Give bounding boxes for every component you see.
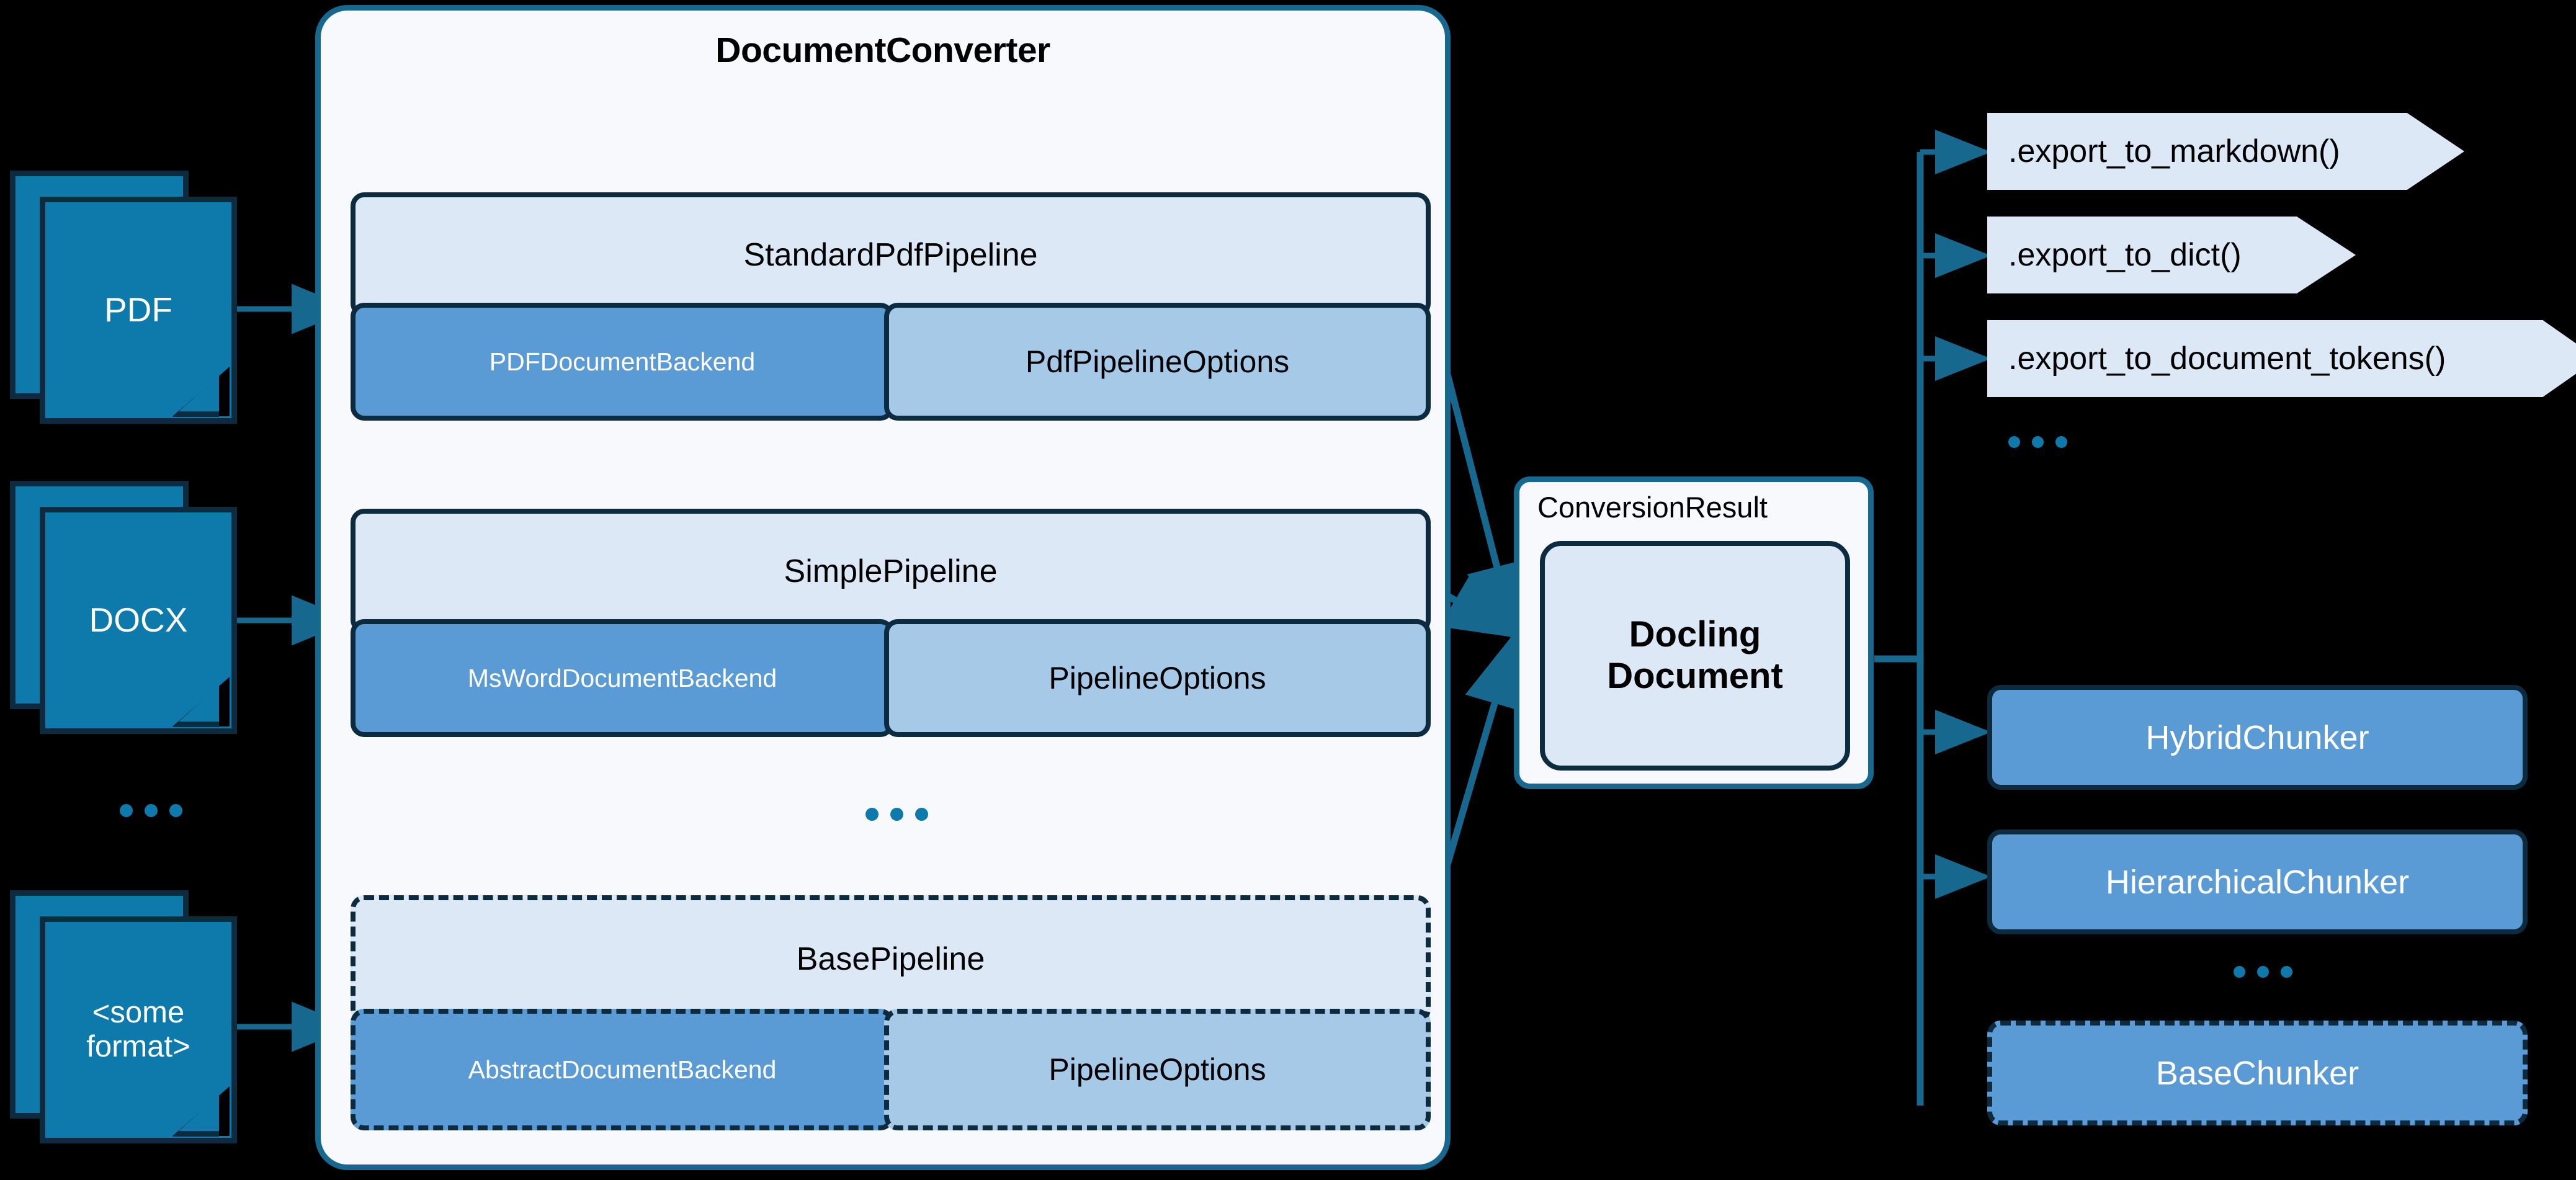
source-doc-some-format: <some format> xyxy=(10,890,252,1143)
pipeline-header[interactable]: SimplePipeline xyxy=(351,509,1431,633)
source-ellipsis xyxy=(120,804,182,817)
pipeline-options[interactable]: PdfPipelineOptions xyxy=(884,303,1431,421)
converter-ellipsis xyxy=(865,808,928,821)
pipeline-options[interactable]: PipelineOptions xyxy=(884,1009,1431,1130)
pipeline-backend[interactable]: PDFDocumentBackend xyxy=(351,303,894,421)
pipeline-header[interactable]: StandardPdfPipeline xyxy=(351,192,1431,317)
export-chip-document-tokens[interactable]: .export_to_document_tokens() xyxy=(1987,320,2576,397)
conversion-result-label: ConversionResult xyxy=(1537,491,1768,524)
chunker-ellipsis xyxy=(2234,966,2292,978)
pipeline-standard-pdf[interactable]: StandardPdfPipeline PDFDocumentBackend P… xyxy=(351,192,1431,421)
pipeline-base[interactable]: BasePipeline AbstractDocumentBackend Pip… xyxy=(351,895,1431,1130)
pipeline-header[interactable]: BasePipeline xyxy=(351,895,1431,1023)
doc-front-sheet: PDF xyxy=(40,197,237,424)
doc-front-sheet: DOCX xyxy=(40,507,237,734)
pipeline-options[interactable]: PipelineOptions xyxy=(884,619,1431,737)
source-doc-pdf: PDF xyxy=(10,171,252,424)
chunker-base[interactable]: BaseChunker xyxy=(1987,1021,2528,1125)
pipeline-backend[interactable]: AbstractDocumentBackend xyxy=(351,1009,894,1130)
chunker-hybrid[interactable]: HybridChunker xyxy=(1987,685,2528,790)
pipeline-backend[interactable]: MsWordDocumentBackend xyxy=(351,619,894,737)
docling-document-box[interactable]: Docling Document xyxy=(1540,541,1850,771)
document-converter-title: DocumentConverter xyxy=(715,30,1050,70)
export-chip-dict[interactable]: .export_to_dict() xyxy=(1987,217,2356,293)
source-doc-docx: DOCX xyxy=(10,481,252,734)
pipeline-simple[interactable]: SimplePipeline MsWordDocumentBackend Pip… xyxy=(351,509,1431,737)
doc-front-sheet: <some format> xyxy=(40,916,237,1143)
export-ellipsis xyxy=(2008,436,2067,448)
export-chip-markdown[interactable]: .export_to_markdown() xyxy=(1987,113,2464,190)
chunker-hierarchical[interactable]: HierarchicalChunker xyxy=(1987,829,2528,934)
